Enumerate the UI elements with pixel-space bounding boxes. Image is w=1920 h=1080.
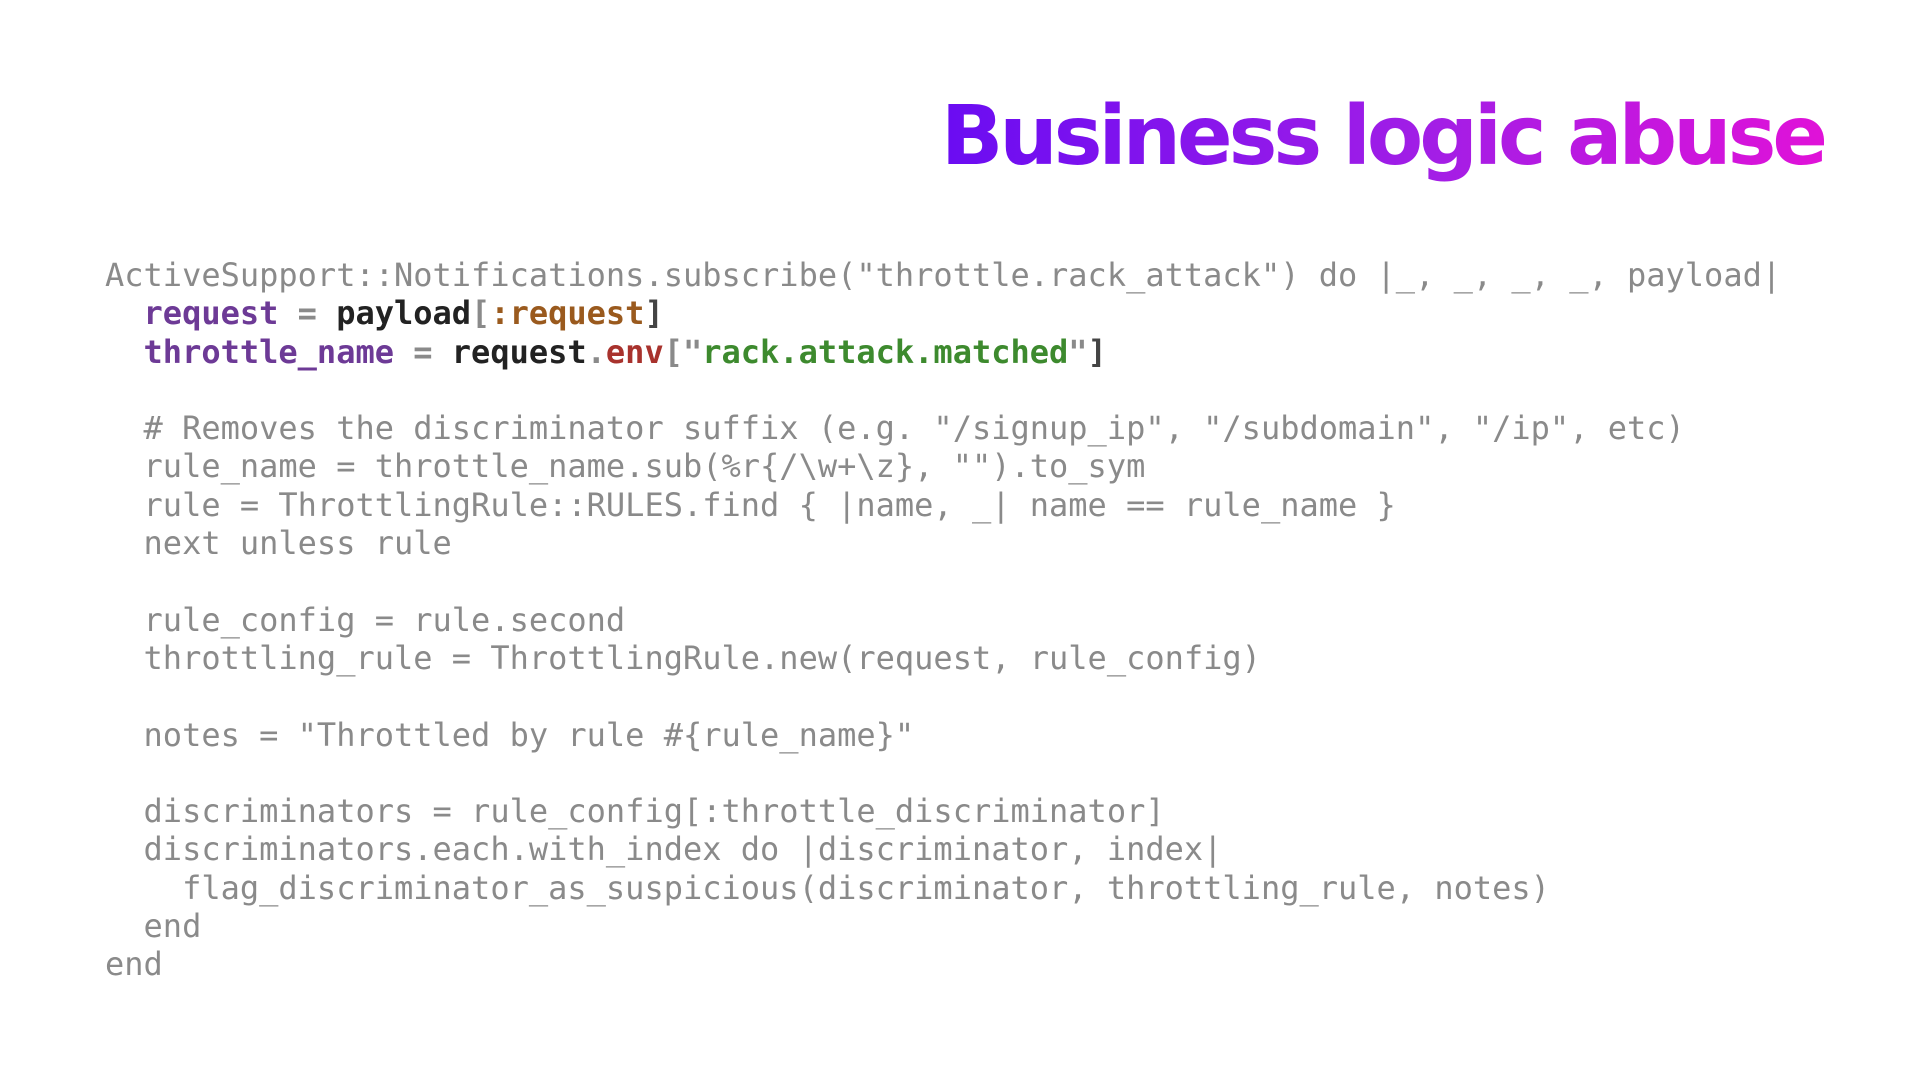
code-token: request: [451, 332, 587, 371]
code-line: request = payload[:request]: [105, 294, 1781, 332]
slide-title: Business logic abuse: [941, 82, 1828, 192]
code-block: ActiveSupport::Notifications.subscribe("…: [105, 256, 1781, 984]
code-token: rule_name = throttle_name.sub(%r{/\w+\z}…: [105, 447, 1146, 486]
code-token: request: [143, 294, 279, 333]
code-token: throttle_name: [143, 332, 394, 371]
code-token: notes = "Throttled by rule #{rule_name}": [105, 715, 915, 754]
code-token: payload: [336, 294, 472, 333]
code-line: end: [105, 945, 1781, 983]
code-token: rule_config = rule.second: [105, 600, 626, 639]
code-line: discriminators.each.with_index do |discr…: [105, 830, 1781, 868]
code-token: # Removes the discriminator suffix (e.g.…: [105, 409, 1685, 448]
code-line: rule_name = throttle_name.sub(%r{/\w+\z}…: [105, 447, 1781, 485]
code-token: rule = ThrottlingRule::RULES.find { |nam…: [105, 485, 1396, 524]
code-line: [105, 754, 1781, 792]
code-token: env: [605, 332, 664, 371]
code-line: [105, 371, 1781, 409]
code-line: end: [105, 907, 1781, 945]
code-line: throttling_rule = ThrottlingRule.new(req…: [105, 639, 1781, 677]
code-token: next unless rule: [105, 524, 452, 563]
code-token: discriminators = rule_config[:throttle_d…: [105, 792, 1165, 831]
code-token: [": [663, 332, 703, 371]
code-token: [105, 294, 144, 332]
code-token: ]: [1087, 332, 1107, 371]
code-token: ": [1068, 332, 1088, 371]
code-token: end: [105, 945, 163, 984]
code-token: [105, 333, 144, 371]
code-token: flag_discriminator_as_suspicious(discrim…: [105, 868, 1550, 907]
code-token: rack.attack.matched: [702, 332, 1069, 371]
code-line: rule = ThrottlingRule::RULES.find { |nam…: [105, 486, 1781, 524]
code-line: ActiveSupport::Notifications.subscribe("…: [105, 256, 1781, 294]
code-token: discriminators.each.with_index do |discr…: [105, 830, 1223, 869]
code-line: flag_discriminator_as_suspicious(discrim…: [105, 869, 1781, 907]
code-token: =: [393, 332, 452, 371]
code-line: throttle_name = request.env["rack.attack…: [105, 333, 1781, 371]
code-line: rule_config = rule.second: [105, 601, 1781, 639]
code-token: end: [105, 907, 202, 946]
code-line: # Removes the discriminator suffix (e.g.…: [105, 409, 1781, 447]
code-line: notes = "Throttled by rule #{rule_name}": [105, 716, 1781, 754]
code-token: =: [278, 294, 337, 333]
code-token: :request: [490, 294, 645, 333]
code-line: next unless rule: [105, 524, 1781, 562]
code-token: throttling_rule = ThrottlingRule.new(req…: [105, 638, 1261, 677]
code-line: discriminators = rule_config[:throttle_d…: [105, 792, 1781, 830]
code-line: [105, 562, 1781, 600]
code-token: ]: [644, 294, 664, 333]
code-token: [: [471, 294, 491, 333]
code-token: ActiveSupport::Notifications.subscribe("…: [105, 256, 1782, 294]
code-token: .: [586, 332, 606, 371]
code-line: [105, 677, 1781, 715]
